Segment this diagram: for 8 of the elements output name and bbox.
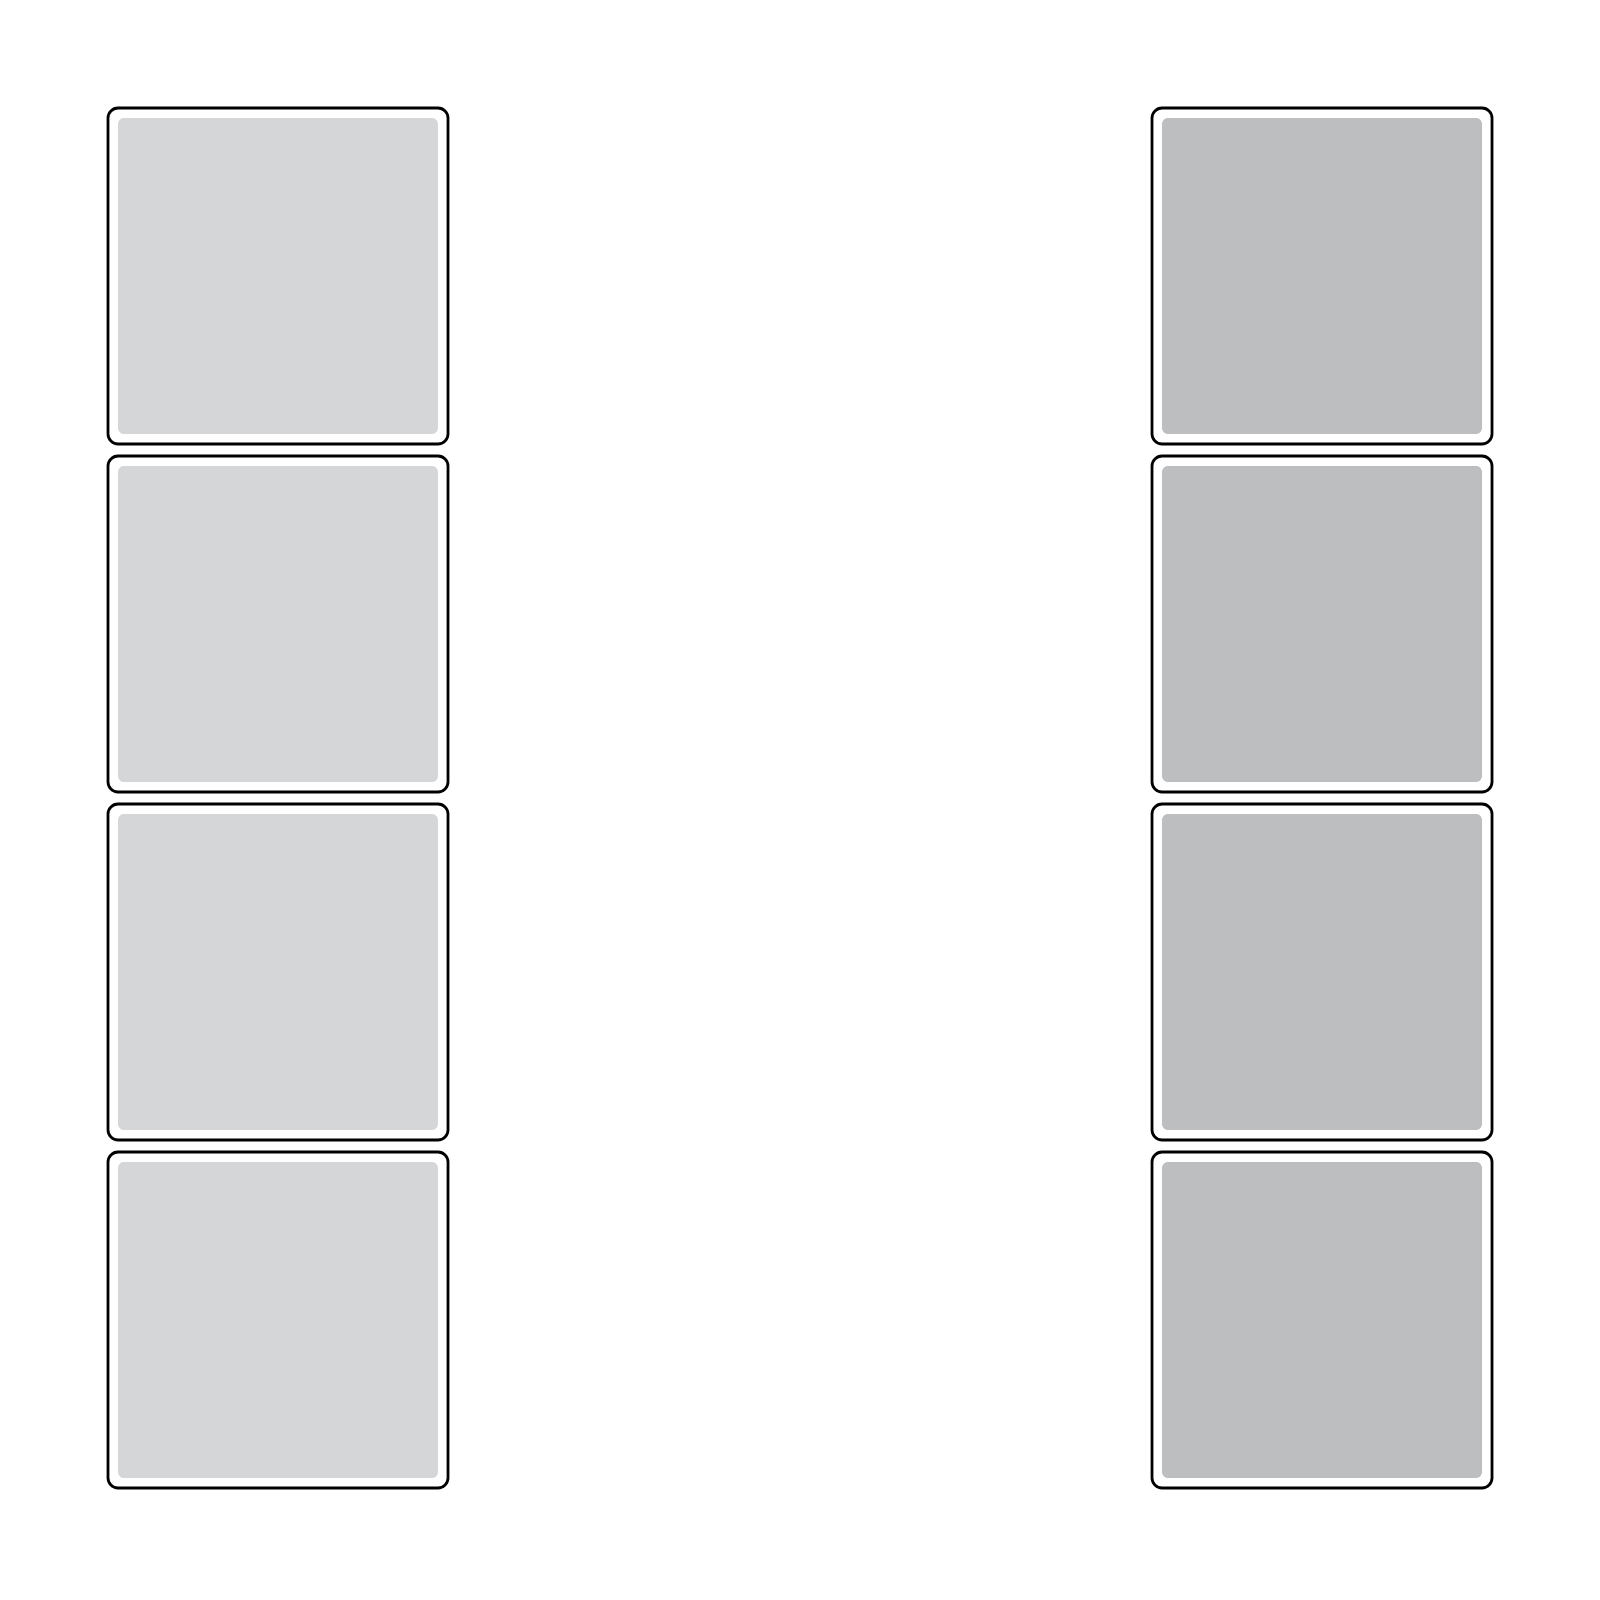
square-tile	[1150, 106, 1494, 446]
square-tile	[1150, 454, 1494, 794]
square-tile	[1150, 1150, 1494, 1490]
square-tile	[1150, 802, 1494, 1142]
square-tile	[106, 802, 450, 1142]
square-tile	[106, 1150, 450, 1490]
square-tile	[106, 454, 450, 794]
square-tile	[106, 106, 450, 446]
